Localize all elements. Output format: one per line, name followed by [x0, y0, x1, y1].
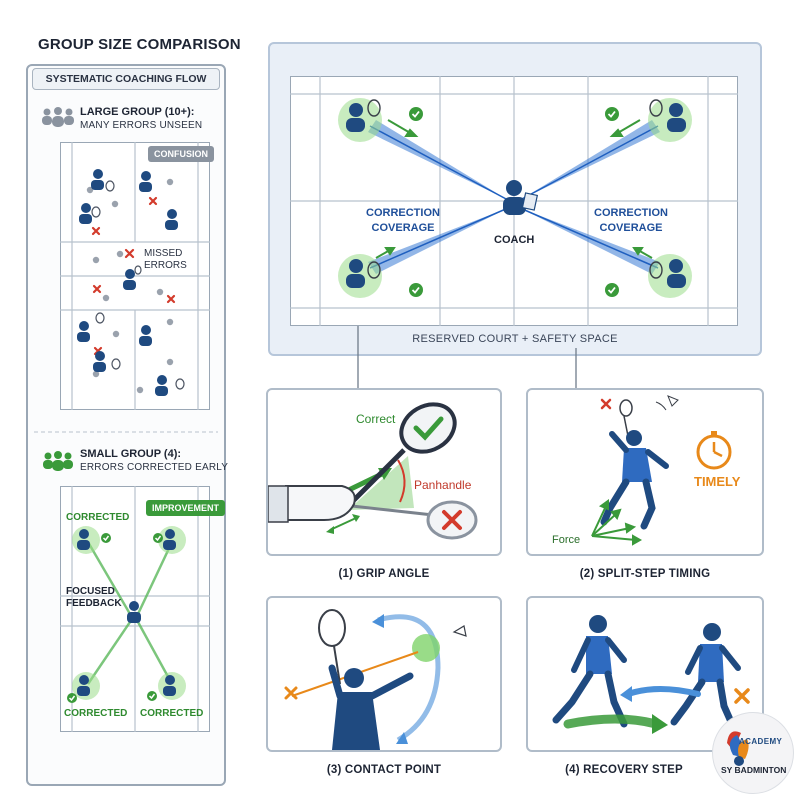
- divider: [34, 431, 218, 433]
- focused-feedback-line2: FEEDBACK: [66, 598, 122, 609]
- coverage-left-line1: CORRECTION: [366, 207, 440, 219]
- grip-panhandle-label: Panhandle: [414, 478, 472, 492]
- focused-feedback-line1: FOCUSED: [66, 586, 115, 597]
- recovery-step-illustration: [552, 615, 750, 734]
- large-group-sub: MANY ERRORS UNSEEN: [80, 120, 203, 131]
- small-group-icon: [40, 450, 76, 472]
- grip-angle-caption: (1) GRIP ANGLE: [338, 568, 430, 580]
- force-label: Force: [552, 534, 581, 546]
- small-group-court-drawing: [60, 486, 210, 732]
- logo-text-line1: ACADEMY: [739, 737, 783, 746]
- confusion-badge: CONFUSION: [148, 146, 214, 162]
- missed-errors-line2: ERRORS: [144, 260, 187, 271]
- coverage-right-line2: COVERAGE: [599, 222, 663, 234]
- coverage-left-line2: COVERAGE: [371, 222, 435, 234]
- reserved-court-label: RESERVED COURT + SAFETY SPACE: [412, 333, 618, 345]
- page-title: GROUP SIZE COMPARISON: [38, 36, 241, 53]
- connector-lines: [357, 326, 577, 388]
- contact-point-illustration: [284, 609, 467, 750]
- large-group-court-drawing: [60, 142, 210, 410]
- logo-text-line2: SY BADMINTON: [721, 765, 787, 775]
- split-step-illustration: [591, 395, 732, 546]
- coverage-right-line1: CORRECTION: [594, 207, 668, 219]
- recovery-step-caption: (4) RECOVERY STEP: [565, 764, 683, 776]
- grip-angle-illustration: [268, 402, 478, 540]
- small-group-sub: ERRORS CORRECTED EARLY: [80, 462, 229, 473]
- corrected-label-br: CORRECTED: [140, 708, 204, 719]
- grip-correct-label: Correct: [356, 412, 396, 426]
- academy-logo: ACADEMY SY BADMINTON: [712, 712, 794, 794]
- timely-label: TIMELY: [694, 474, 741, 489]
- main-court-drawing: [290, 76, 738, 326]
- flow-header: SYSTEMATIC COACHING FLOW: [32, 68, 220, 90]
- small-group-label: SMALL GROUP (4):: [80, 448, 182, 460]
- large-group-label: LARGE GROUP (10+):: [80, 106, 195, 118]
- coach-label: COACH: [494, 234, 535, 246]
- missed-errors-line1: MISSED: [144, 248, 183, 259]
- corrected-label-tl: CORRECTED: [66, 512, 130, 523]
- improvement-badge: IMPROVEMENT: [146, 500, 226, 516]
- corrected-label-bl: CORRECTED: [64, 708, 128, 719]
- split-step-caption: (2) SPLIT-STEP TIMING: [579, 568, 711, 580]
- contact-point-caption: (3) CONTACT POINT: [326, 764, 442, 776]
- large-group-icon: [40, 106, 76, 128]
